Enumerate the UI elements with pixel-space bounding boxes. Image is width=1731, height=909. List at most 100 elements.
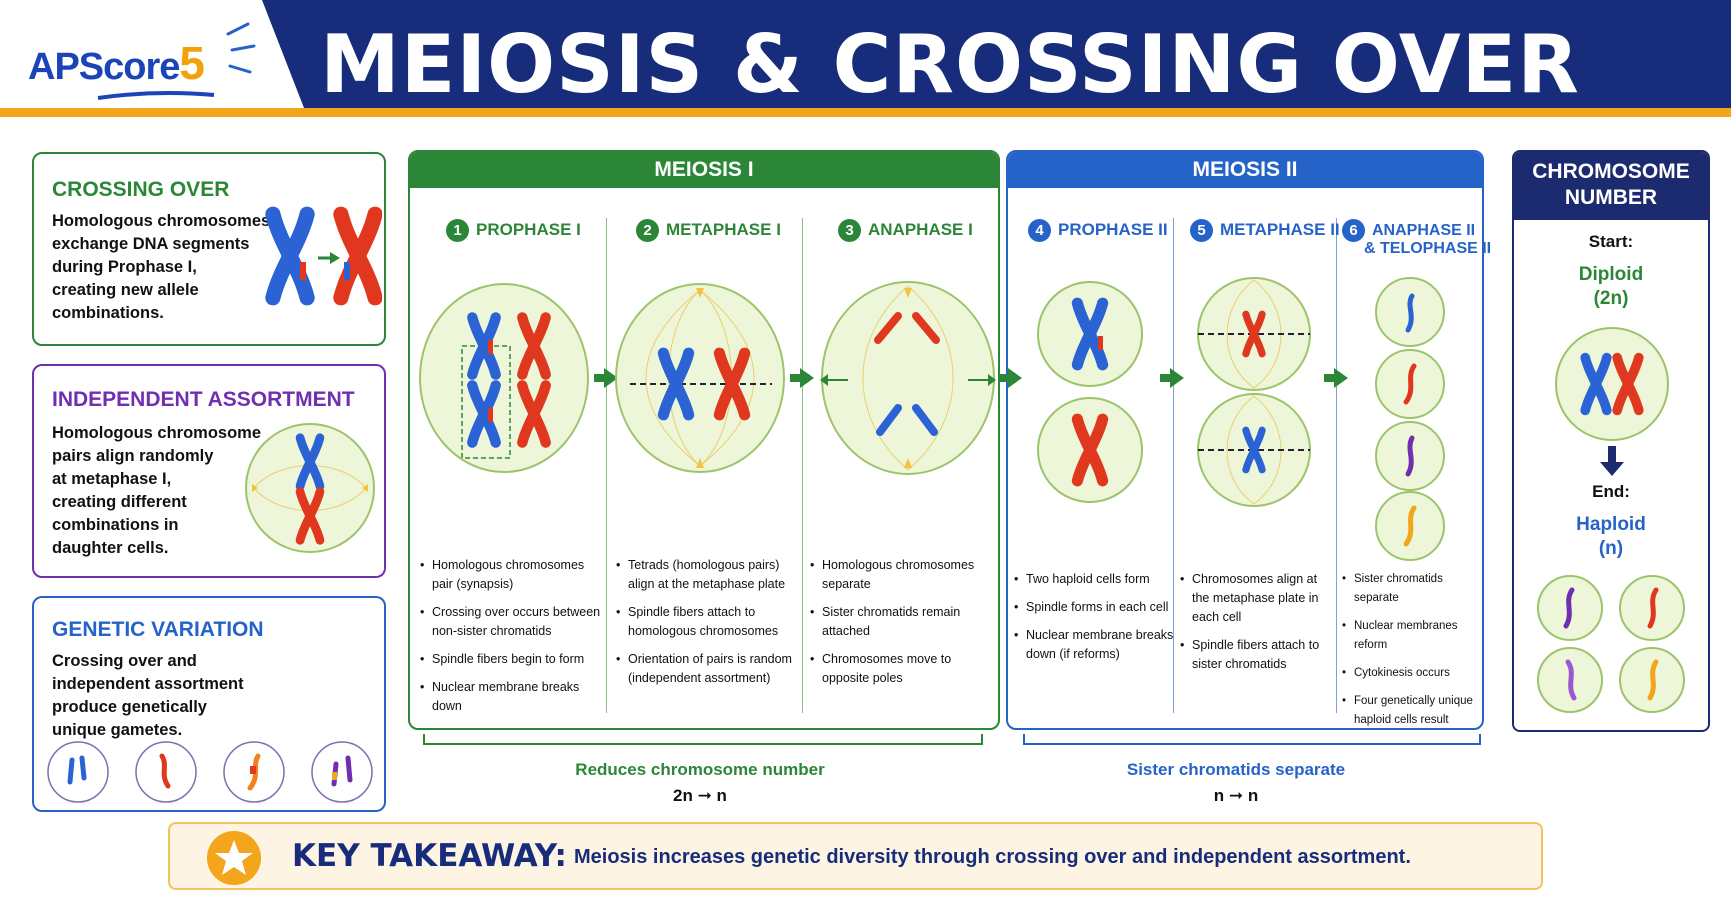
crossing-over-title: CROSSING OVER [52, 178, 230, 201]
stage-metaphase-2: 5 METAPHASE II [1190, 219, 1340, 242]
gamete-4-icon [311, 741, 373, 803]
bullet-item: Sister chromatids separate [1340, 570, 1484, 608]
bullet-item: Homologous chromosomes separate [808, 556, 998, 594]
crossing-over-line-5: combinations. [52, 304, 164, 322]
stage-name: PROPHASE II [1058, 220, 1168, 239]
bullet-item: Spindle fibers begin to form [418, 650, 608, 669]
stage-number-badge: 3 [838, 219, 861, 242]
independent-assortment-line-4: creating different [52, 493, 187, 511]
independent-assortment-line-2: pairs align randomly [52, 447, 214, 465]
start-label: Start: [1588, 232, 1634, 251]
divider-3 [1173, 218, 1174, 713]
chromosome-number-title-2: NUMBER [1564, 186, 1658, 209]
meiosis-2-formula: n ➞ n [1213, 786, 1259, 805]
stage-name: PROPHASE I [476, 220, 581, 239]
independent-assortment-line-6: daughter cells. [52, 539, 169, 557]
bullet-item: Tetrads (homologous pairs) align at the … [614, 556, 800, 594]
bullet-item: Orientation of pairs is random (independ… [614, 650, 800, 688]
stage-number-badge: 2 [636, 219, 659, 242]
stage-prophase-2: 4 PROPHASE II [1028, 219, 1168, 242]
metaphase-2-bullets: Chromosomes align at the metaphase plate… [1178, 570, 1336, 683]
independent-assortment-line-5: combinations in [52, 516, 179, 534]
genetic-variation-title: GENETIC VARIATION [52, 618, 264, 641]
key-takeaway-label: KEY TAKEAWAY: [292, 838, 567, 874]
divider-4 [1336, 218, 1337, 713]
haploid-cells-icon [1537, 575, 1685, 713]
bullet-item: Nuclear membrane breaks down [418, 678, 608, 716]
bullet-item: Sister chromatids remain attached [808, 603, 998, 641]
crossing-over-chromosomes-icon [262, 204, 382, 314]
stage-number-badge: 5 [1190, 219, 1213, 242]
bullet-item: Nuclear membrane breaks down (if reforms… [1012, 626, 1174, 664]
bullet-item: Spindle fibers attach to sister chromati… [1178, 636, 1336, 674]
genetic-variation-line-1: Crossing over and [52, 652, 197, 670]
crossing-over-line-3: during Prophase I, [52, 258, 197, 276]
logo: APScore5 [28, 36, 205, 90]
genetic-variation-panel: GENETIC VARIATION Crossing over and inde… [32, 596, 386, 812]
chromosome-number-header [1514, 152, 1708, 220]
crossing-over-line-1: Homologous chromosomes [52, 212, 271, 230]
independent-assortment-panel: INDEPENDENT ASSORTMENT Homologous chromo… [32, 364, 386, 578]
bullet-item: Spindle forms in each cell [1012, 598, 1174, 617]
logo-number: 5 [179, 37, 205, 89]
bullet-item: Chromosomes move to opposite poles [808, 650, 998, 688]
meiosis-1-formula: 2n ➞ n [673, 786, 727, 805]
arrow-icon [790, 368, 814, 388]
start-value: Diploid [1578, 264, 1644, 285]
end-label: End: [1592, 482, 1630, 501]
meiosis-1-bracket [423, 734, 983, 745]
anaphase-1-bullets: Homologous chromosomes separate Sister c… [808, 556, 998, 697]
bullet-item: Spindle fibers attach to homologous chro… [614, 603, 800, 641]
bullet-item: Homologous chromosomes pair (synapsis) [418, 556, 608, 594]
header: APScore5 MEIOSIS & CROSSING OVER [0, 0, 1731, 118]
end-value: Haploid [1576, 514, 1646, 535]
prophase-2-cells-icon [1037, 281, 1143, 503]
chromosome-number-panel: CHROMOSOME NUMBER Start: Diploid (2n) En… [1512, 150, 1710, 732]
meiosis-1-header: MEIOSIS I [410, 152, 998, 188]
crossing-over-line-4: creating new allele [52, 281, 199, 299]
stage-name: ANAPHASE II [1372, 222, 1476, 239]
star-icon [207, 831, 261, 885]
metaphase-1-bullets: Tetrads (homologous pairs) align at the … [614, 556, 800, 697]
key-takeaway-banner: KEY TAKEAWAY: Meiosis increases genetic … [168, 822, 1543, 890]
bullet-item: Four genetically unique haploid cells re… [1340, 692, 1484, 730]
down-arrow-icon [1600, 446, 1624, 476]
header-banner [0, 0, 1731, 117]
meiosis-2-header: MEIOSIS II [1008, 152, 1482, 188]
metaphase-1-cell-icon [615, 283, 785, 473]
logo-underline-icon [97, 91, 215, 100]
logo-main-text: APScore [28, 46, 180, 88]
meiosis-2-summary: Sister chromatids separate [1126, 760, 1346, 779]
arrow-icon [1324, 368, 1348, 388]
bullet-item: Two haploid cells form [1012, 570, 1174, 589]
key-takeaway-text: Meiosis increases genetic diversity thro… [574, 846, 1411, 868]
anaphase-2-bullets: Sister chromatids separate Nuclear membr… [1340, 570, 1484, 739]
stage-name: METAPHASE II [1220, 220, 1340, 239]
genetic-variation-line-2: independent assortment [52, 675, 244, 693]
logo-accent-icon [226, 22, 256, 74]
gamete-3-icon [223, 741, 285, 803]
bullet-item: Cytokinesis occurs [1340, 664, 1484, 683]
bullet-item: Crossing over occurs between non-sister … [418, 603, 608, 641]
assortment-cell-icon [245, 423, 375, 553]
page-title: MEIOSIS & CROSSING OVER [320, 18, 1580, 111]
bullet-item: Nuclear membranes reform [1340, 617, 1484, 655]
end-sub: (n) [1598, 538, 1624, 559]
bullet-item: Chromosomes align at the metaphase plate… [1178, 570, 1336, 627]
anaphase-1-cell-icon [820, 281, 996, 475]
genetic-variation-line-4: unique gametes. [52, 721, 183, 739]
independent-assortment-line-1: Homologous chromosome [52, 424, 262, 442]
start-sub: (2n) [1593, 288, 1629, 309]
stage-number-badge: 4 [1028, 219, 1051, 242]
divider-1 [606, 218, 607, 713]
meiosis-2-bracket [1023, 734, 1481, 745]
gametes-icon [47, 741, 373, 803]
arrow-icon [998, 368, 1022, 388]
stage-number-badge: 6 [1342, 219, 1365, 242]
meiosis-cells-diagram [419, 277, 1445, 507]
crossing-over-panel: CROSSING OVER Homologous chromosomes exc… [32, 152, 386, 346]
stage-name: ANAPHASE I [868, 220, 973, 239]
stage-anaphase-2: 6 ANAPHASE II [1342, 219, 1475, 242]
